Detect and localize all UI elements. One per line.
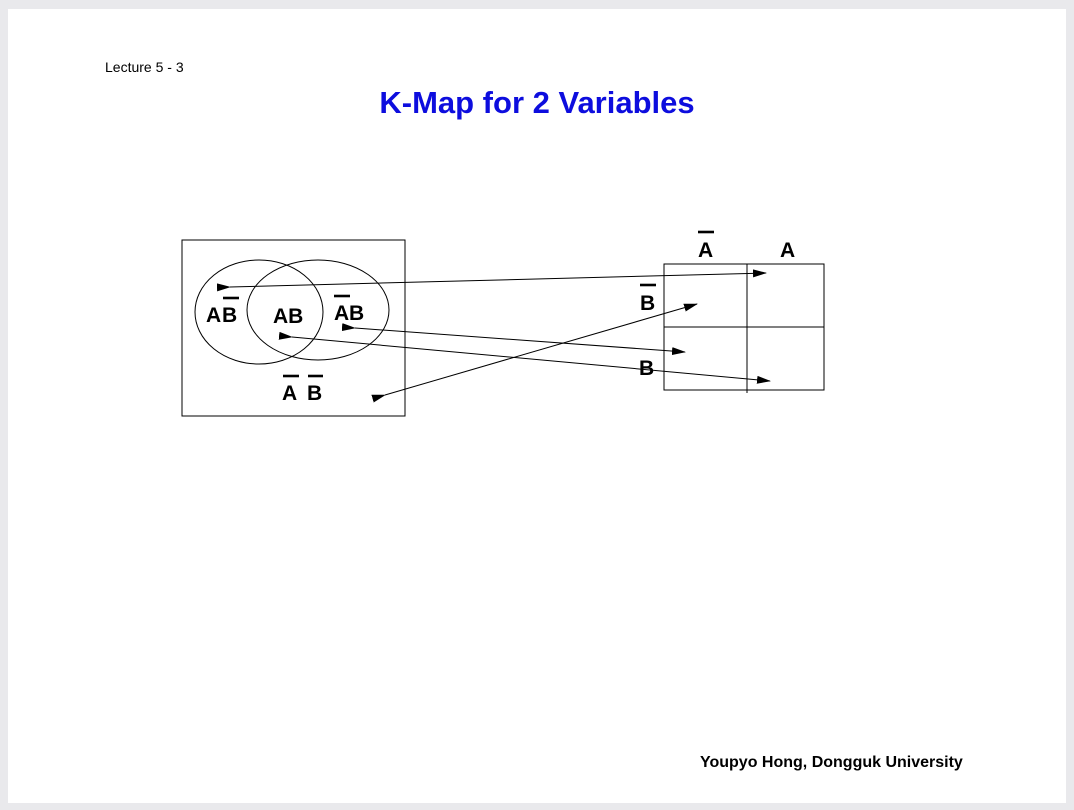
svg-text:A: A — [206, 304, 221, 327]
venn-label-a-not-b: A B — [206, 296, 239, 327]
svg-text:B: B — [349, 302, 364, 325]
venn-label-not-a-b: A B — [334, 294, 364, 325]
svg-text:B: B — [307, 382, 322, 405]
svg-text:A: A — [282, 382, 297, 405]
kmap-col-header-not-a: A — [698, 230, 714, 262]
slide-title: K-Map for 2 Variables — [379, 85, 695, 120]
svg-text:B: B — [222, 304, 237, 327]
arrow-not-a-not-b — [371, 303, 698, 403]
kmap-row-header-not-b: B — [640, 283, 656, 315]
venn-label-not-a-not-b: A B — [282, 374, 323, 405]
kmap-col-header-a: A — [780, 239, 795, 262]
footer-credit: Youpyo Hong, Dongguk University — [700, 754, 963, 771]
venn-label-ab: AB — [273, 305, 303, 328]
svg-text:B: B — [640, 292, 655, 315]
venn-circle-a — [194, 259, 324, 365]
arrow-a-not-b — [216, 269, 767, 292]
arrow-ab — [278, 331, 771, 384]
lecture-label: Lecture 5 - 3 — [105, 59, 184, 75]
svg-text:A: A — [698, 239, 713, 262]
svg-text:A: A — [334, 302, 349, 325]
kmap-row-header-b: B — [639, 357, 654, 380]
kmap-venn-diagram: A B AB A B A B A A — [181, 230, 825, 417]
venn-circle-b — [246, 259, 390, 361]
slide: Lecture 5 - 3 K-Map for 2 Variables A B … — [8, 9, 1066, 803]
